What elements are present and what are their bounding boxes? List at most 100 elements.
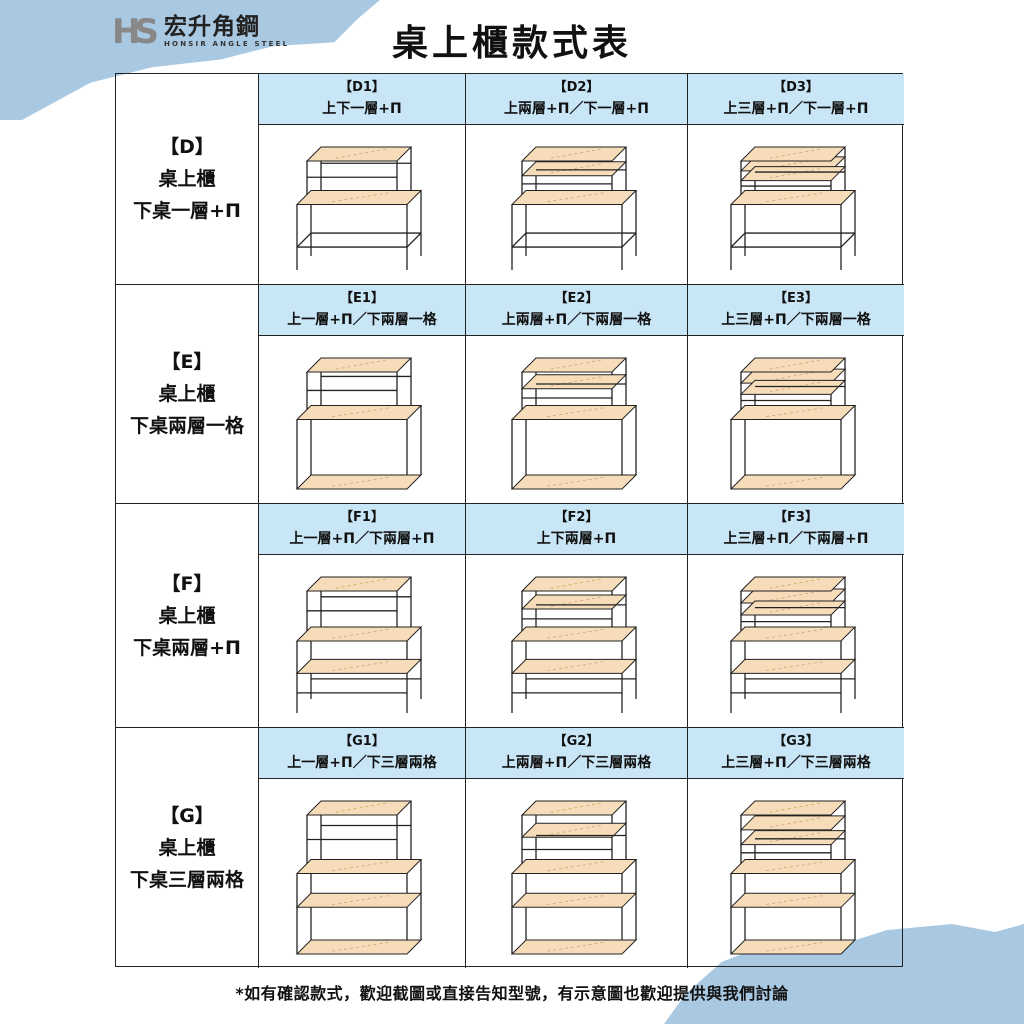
shelf-hutch-1-grain [769, 370, 820, 381]
brand-text: 宏升角鋼 HONSIR ANGLE STEEL [164, 15, 289, 49]
style-description: 上兩層+П／下一層+П [504, 101, 649, 117]
style-cell: 【D2】上兩層+П／下一層+П [466, 74, 688, 285]
shelf-lower-middle-grain [332, 895, 391, 905]
shelf-hutch-top-grain [335, 578, 386, 589]
shelf-illustration [688, 336, 904, 503]
style-code: 【G1】 [339, 734, 385, 749]
series-label-line2: 下桌三層兩格 [129, 869, 244, 891]
shelf-lower-bottom-grain [332, 941, 391, 952]
style-description: 上三層+П／下三層兩格 [721, 755, 871, 771]
frame-lower-rail-side-left [296, 232, 312, 248]
shelf-unit-drawing [510, 800, 637, 955]
shelf-unit-drawing [729, 800, 857, 955]
style-description: 上一層+П／下兩層一格 [287, 312, 437, 328]
series-label-line2: 下桌一層+П [133, 200, 241, 222]
shelf-illustration [259, 125, 465, 284]
shelf-hutch-top [305, 800, 413, 816]
series-label: 【F】桌上櫃下桌兩層+П [116, 504, 259, 728]
shelf-lower-middle-grain [546, 895, 605, 905]
shelf-hutch-top-grain [550, 802, 601, 813]
shelf-lower [295, 474, 423, 490]
shelf-illustration [259, 336, 465, 503]
series-label-line1: 桌上櫃 [158, 168, 216, 190]
style-cell: 【F2】上下兩層+П [466, 504, 688, 728]
shelf-hutch-top [305, 576, 413, 592]
shelf-desk-top-grain [546, 628, 605, 639]
brand-name-cn: 宏升角鋼 [164, 14, 260, 40]
shelf-desk-top-grain [332, 407, 391, 418]
series-label-line2: 下桌兩層+П [133, 636, 241, 659]
shelf-illustration [688, 779, 904, 968]
style-code: 【G2】 [553, 734, 600, 749]
style-code: 【E1】 [340, 291, 384, 306]
shelf-hutch-top-grain [550, 148, 601, 159]
shelf-lower-middle [510, 892, 637, 908]
shelf-unit-drawing [510, 576, 637, 713]
series-label-code: 【G】 [160, 805, 214, 827]
series-label-code: 【F】 [161, 572, 213, 595]
shelf-lower-grain [766, 661, 825, 671]
style-cell: 【D1】上下一層+П [259, 74, 466, 285]
shelf-unit-drawing [729, 357, 857, 490]
shelf-lower-grain [766, 476, 825, 487]
shelf-unit-drawing [510, 146, 637, 270]
style-cell: 【E2】上兩層+П／下兩層一格 [466, 285, 688, 504]
shelf-unit-drawing [729, 146, 857, 270]
shelf-lower-bottom [510, 939, 637, 955]
shelf-desk-top [729, 405, 857, 420]
shelf-hutch-1-grain [769, 590, 820, 601]
frame-lower-rail-side [840, 232, 856, 248]
style-cell: 【G3】上三層+П／下三層兩格 [688, 728, 904, 968]
style-description: 上一層+П／下兩層+П [289, 531, 435, 547]
shelf-unit-drawing [729, 576, 857, 713]
shelf-hutch-1-grain [769, 817, 820, 828]
shelf-lower-middle [729, 892, 857, 908]
shelf-hutch-2 [739, 379, 847, 395]
shelf-hutch-top-grain [550, 578, 601, 589]
shelf-illustration [466, 125, 687, 284]
series-label: 【D】桌上櫃下桌一層+П [116, 74, 259, 285]
shelf-hutch-top-grain [335, 148, 386, 159]
shelf-hutch-top [739, 146, 847, 162]
style-cell-header: 【D1】上下一層+П [259, 74, 465, 125]
style-code: 【D2】 [553, 80, 600, 95]
shelf-hutch-top [739, 800, 847, 816]
shelf-lower [295, 658, 423, 674]
shelf-illustration [259, 555, 465, 727]
shelf-desk-top-grain [766, 407, 825, 418]
shelf-desk-top-grain [546, 861, 605, 872]
style-cell-header: 【E2】上兩層+П／下兩層一格 [466, 285, 687, 336]
shelf-illustration [466, 779, 687, 968]
style-description: 上三層+П／下兩層+П [723, 531, 869, 547]
brand-mark: HS [112, 12, 159, 52]
shelf-hutch-top-grain [550, 359, 601, 370]
shelf-desk-top-grain [766, 628, 825, 639]
shelf-unit-drawing [510, 357, 637, 490]
style-description: 上三層+П／下一層+П [723, 101, 869, 117]
shelf-desk-top-grain [546, 407, 605, 418]
shelf-illustration [259, 779, 465, 968]
style-cell-header: 【E1】上一層+П／下兩層一格 [259, 285, 465, 336]
shelf-lower-grain [546, 661, 605, 671]
style-cell: 【D3】上三層+П／下一層+П [688, 74, 904, 285]
shelf-hutch-top-grain [335, 802, 386, 813]
series-label-line2: 下桌兩層一格 [129, 415, 244, 437]
style-code: 【G3】 [773, 734, 819, 749]
shelf-illustration [466, 555, 687, 727]
shelf-hutch-1 [739, 815, 847, 831]
shelf-hutch-top-grain [335, 359, 386, 370]
shelf-hutch-1-grain [550, 163, 601, 174]
shelf-illustration [466, 336, 687, 503]
shelf-lower-grain [546, 476, 605, 487]
style-cell: 【G1】上一層+П／下三層兩格 [259, 728, 466, 968]
shelf-hutch-top [739, 357, 847, 373]
shelf-lower-bottom [295, 939, 423, 955]
style-description: 上下兩層+П [536, 531, 617, 547]
style-description: 上一層+П／下三層兩格 [287, 755, 437, 771]
style-cell-header: 【G1】上一層+П／下三層兩格 [259, 728, 465, 779]
shelf-hutch-top [305, 357, 413, 373]
shelf-lower-bottom-grain [546, 941, 605, 952]
style-cell-header: 【D3】上三層+П／下一層+П [688, 74, 904, 125]
shelf-hutch-1 [520, 161, 627, 177]
shelf-hutch-2 [739, 166, 847, 182]
